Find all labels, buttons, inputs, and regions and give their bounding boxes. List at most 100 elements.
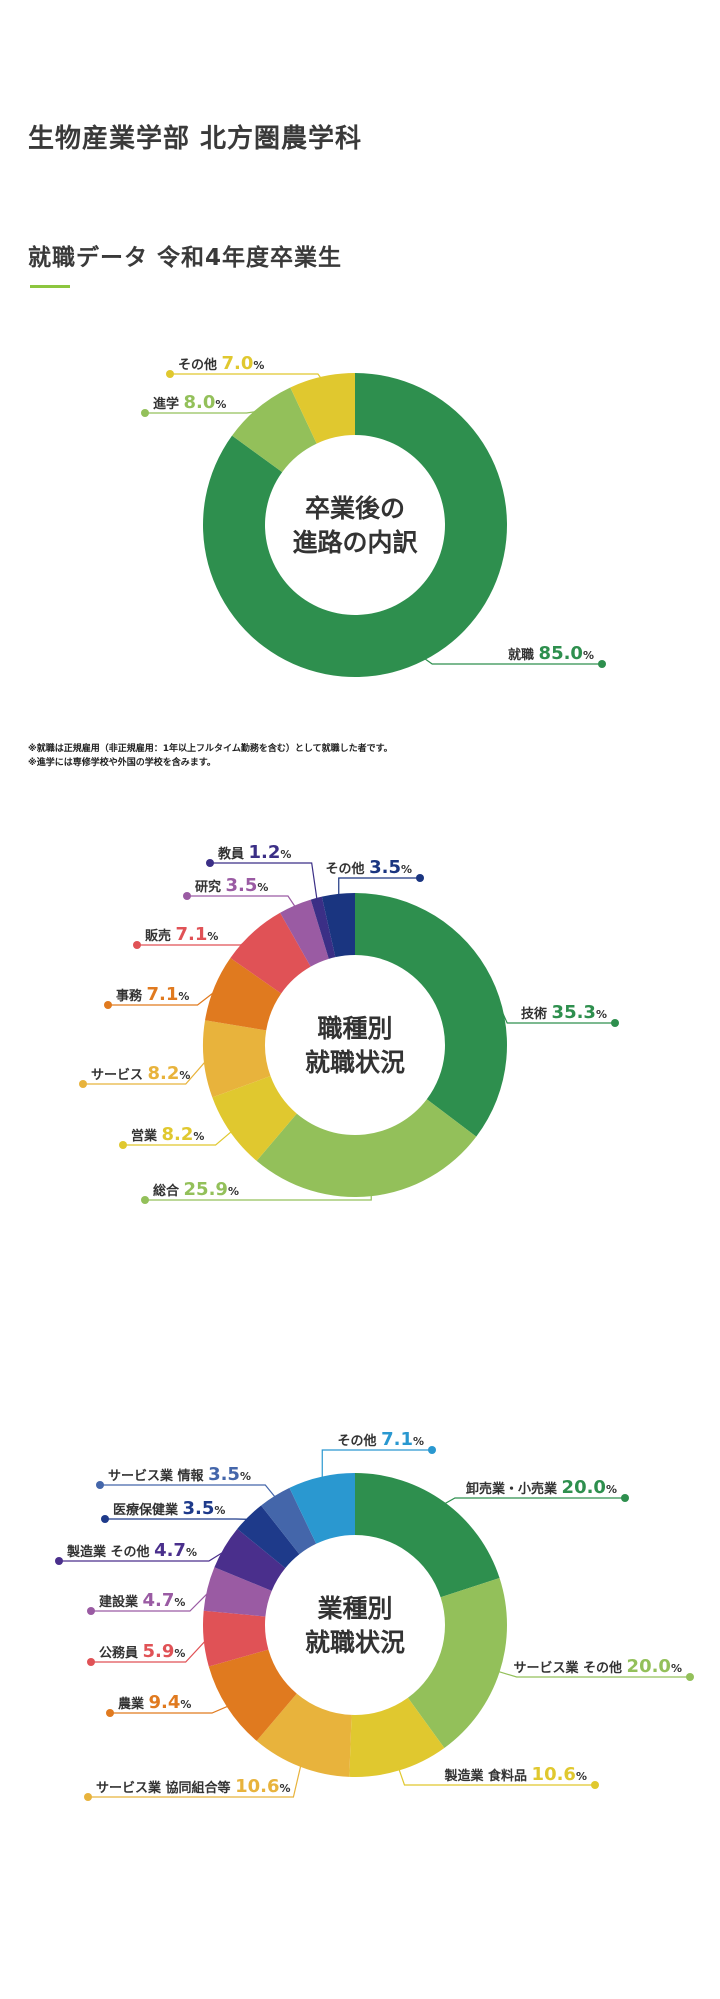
slice-label-2: 総合 25.9%	[153, 1179, 239, 1200]
donut-slice-8	[310, 896, 336, 959]
donut-center-label-1: 卒業後の	[305, 494, 405, 523]
donut-slice-9	[237, 1505, 300, 1569]
leader-dot-5	[106, 1709, 114, 1717]
slice-value: 35.3	[552, 1002, 596, 1023]
donut-slice-10	[261, 1487, 317, 1555]
donut-center-label-2: 進路の内訳	[292, 528, 418, 557]
slice-unit: %	[257, 881, 268, 894]
donut-slice-11	[289, 1473, 355, 1544]
slice-value: 3.5	[226, 875, 258, 896]
slice-name: その他	[338, 1433, 382, 1449]
leader-dot-4	[79, 1080, 87, 1088]
slice-value: 25.9	[184, 1179, 228, 1200]
slice-name: 建設業	[99, 1594, 143, 1610]
slice-value: 4.7	[154, 1540, 186, 1561]
slice-value: 3.5	[369, 857, 401, 878]
donut-slice-6	[202, 1610, 269, 1667]
slice-unit: %	[401, 863, 412, 876]
slice-unit: %	[280, 848, 291, 861]
donut-center-label-1: 職種別	[317, 1014, 392, 1043]
page-title: 生物産業学部 北方圏農学科	[28, 124, 363, 154]
slice-unit: %	[583, 649, 594, 662]
section-title-underline	[30, 285, 70, 288]
slice-unit: %	[240, 1470, 251, 1483]
slice-label-11: その他 7.1%	[338, 1430, 424, 1450]
donut-slice-3	[212, 1076, 297, 1161]
leader-dot-9	[101, 1515, 109, 1523]
slice-name: 技術	[521, 1006, 552, 1022]
slice-name: サービス業 協同組合等	[96, 1780, 235, 1796]
donut-slice-5	[208, 1649, 297, 1741]
leader-dot-7	[87, 1607, 95, 1615]
slice-value: 7.1	[381, 1430, 413, 1450]
leader-line-5	[110, 1704, 231, 1714]
slice-label-7: 建設業 4.7%	[99, 1590, 185, 1611]
slice-value: 9.4	[149, 1692, 181, 1713]
slice-value: 4.7	[143, 1590, 175, 1611]
footnote-employment: ※就職は正規雇用（非正規雇用：1年以上フルタイム勤務を含む）として就職した者です…	[28, 744, 393, 754]
slice-label-3: 営業 8.2%	[131, 1124, 204, 1145]
leader-dot-6	[87, 1658, 95, 1666]
slice-name: サービス業 その他	[513, 1660, 626, 1676]
leader-dot-1	[621, 1494, 629, 1502]
slice-name: 研究	[195, 879, 226, 895]
donut-slice-9	[321, 893, 355, 958]
slice-label-3: 製造業 食料品 10.6%	[443, 1764, 587, 1785]
leader-dot-6	[133, 941, 141, 949]
donut-slice-7	[203, 1567, 272, 1617]
leader-dot-7	[183, 892, 191, 900]
donut-slice-2	[232, 387, 317, 473]
slice-value: 7.1	[147, 984, 179, 1005]
slice-label-6: 販売 7.1%	[145, 924, 218, 945]
slice-name: 公務員	[99, 1645, 143, 1661]
slice-name: サービス	[91, 1067, 148, 1083]
donut-slice-1	[355, 893, 507, 1137]
slice-unit: %	[253, 359, 264, 372]
leader-dot-5	[104, 1001, 112, 1009]
slice-label-5: 事務 7.1%	[116, 984, 189, 1005]
slice-name: 事務	[116, 988, 147, 1004]
donut-slice-1	[355, 1473, 500, 1598]
leader-dot-2	[141, 1196, 149, 1204]
slice-value: 20.0	[627, 1656, 671, 1677]
leader-dot-3	[591, 1781, 599, 1789]
slice-name: その他	[178, 357, 222, 373]
leader-dot-2	[141, 409, 149, 417]
slice-value: 10.6	[235, 1776, 279, 1797]
slice-value: 7.0	[222, 353, 254, 374]
donut-slice-6	[230, 912, 311, 994]
slice-value: 8.2	[148, 1063, 180, 1084]
leader-line-3	[170, 373, 324, 381]
leader-line-6	[91, 1638, 209, 1663]
leader-line-3	[123, 1129, 235, 1146]
slice-label-2: 進学 8.0%	[153, 392, 226, 413]
slice-name: 販売	[145, 928, 176, 944]
job-type-donut-chart: 技術 35.3%総合 25.9%営業 8.2%サービス 8.2%事務 7.1%販…	[79, 842, 619, 1204]
slice-name: 進学	[153, 396, 184, 412]
donut-slice-2	[407, 1578, 507, 1748]
slice-unit: %	[228, 1185, 239, 1198]
leader-line-4	[88, 1762, 302, 1798]
slice-value: 3.5	[208, 1464, 240, 1485]
donut-slice-3	[290, 373, 355, 444]
leader-dot-8	[55, 1557, 63, 1565]
slice-label-1: 就職 85.0%	[508, 643, 594, 664]
leader-dot-3	[119, 1141, 127, 1149]
slice-unit: %	[178, 990, 189, 1003]
leader-dot-11	[428, 1446, 436, 1454]
leader-line-9	[338, 877, 420, 898]
leader-line-7	[187, 895, 298, 910]
leader-line-6	[137, 935, 256, 946]
slice-label-5: 農業 9.4%	[118, 1692, 191, 1713]
leader-line-1	[441, 1497, 625, 1506]
donut-slice-2	[256, 1099, 477, 1197]
slice-name: 就職	[508, 647, 539, 663]
slice-value: 7.1	[176, 924, 208, 945]
slice-name: その他	[326, 861, 370, 877]
slice-unit: %	[174, 1596, 185, 1609]
leader-line-2	[145, 1192, 372, 1201]
slice-name: 農業	[118, 1696, 149, 1712]
slice-unit: %	[180, 1698, 191, 1711]
footnote-further-study: ※進学には専修学校や外国の学校を含みます。	[28, 758, 216, 768]
leader-line-4	[83, 1058, 209, 1085]
